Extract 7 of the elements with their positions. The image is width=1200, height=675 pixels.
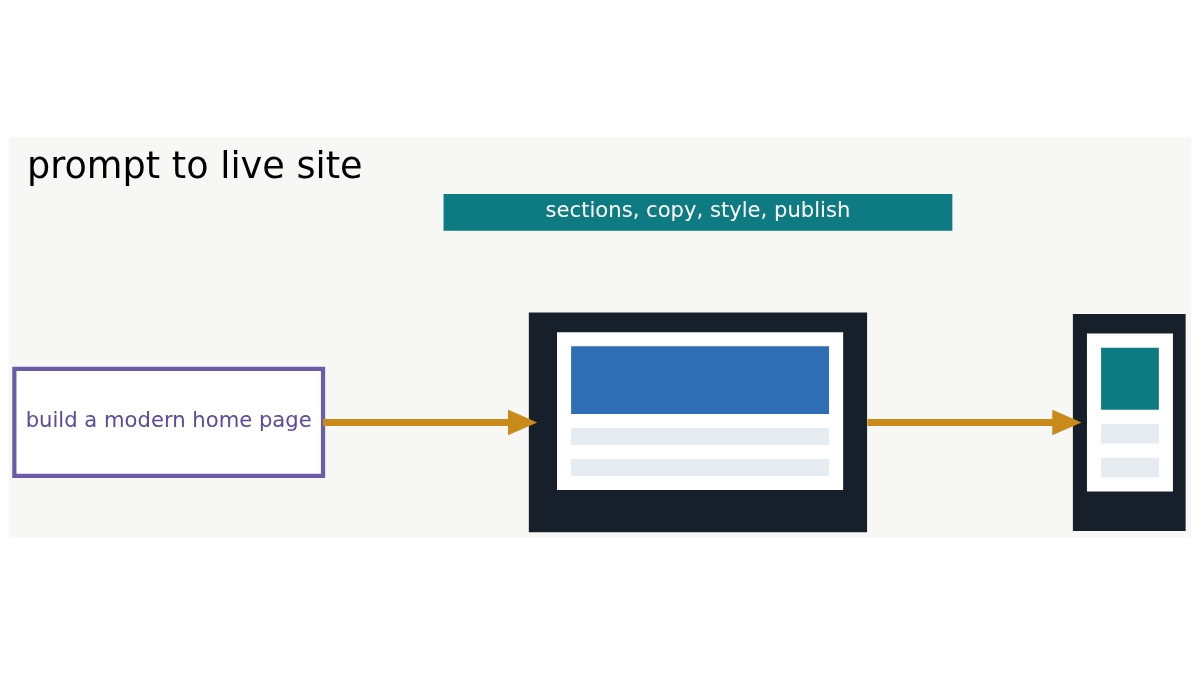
picture [528,312,868,533]
arrow [323,409,538,436]
picture [1072,313,1186,531]
diagram-title: prompt to live site [26,143,363,187]
node-box: sections, copy, style, publish [443,194,953,231]
arrow [867,409,1082,436]
node-box: build a modern home page [12,366,326,479]
